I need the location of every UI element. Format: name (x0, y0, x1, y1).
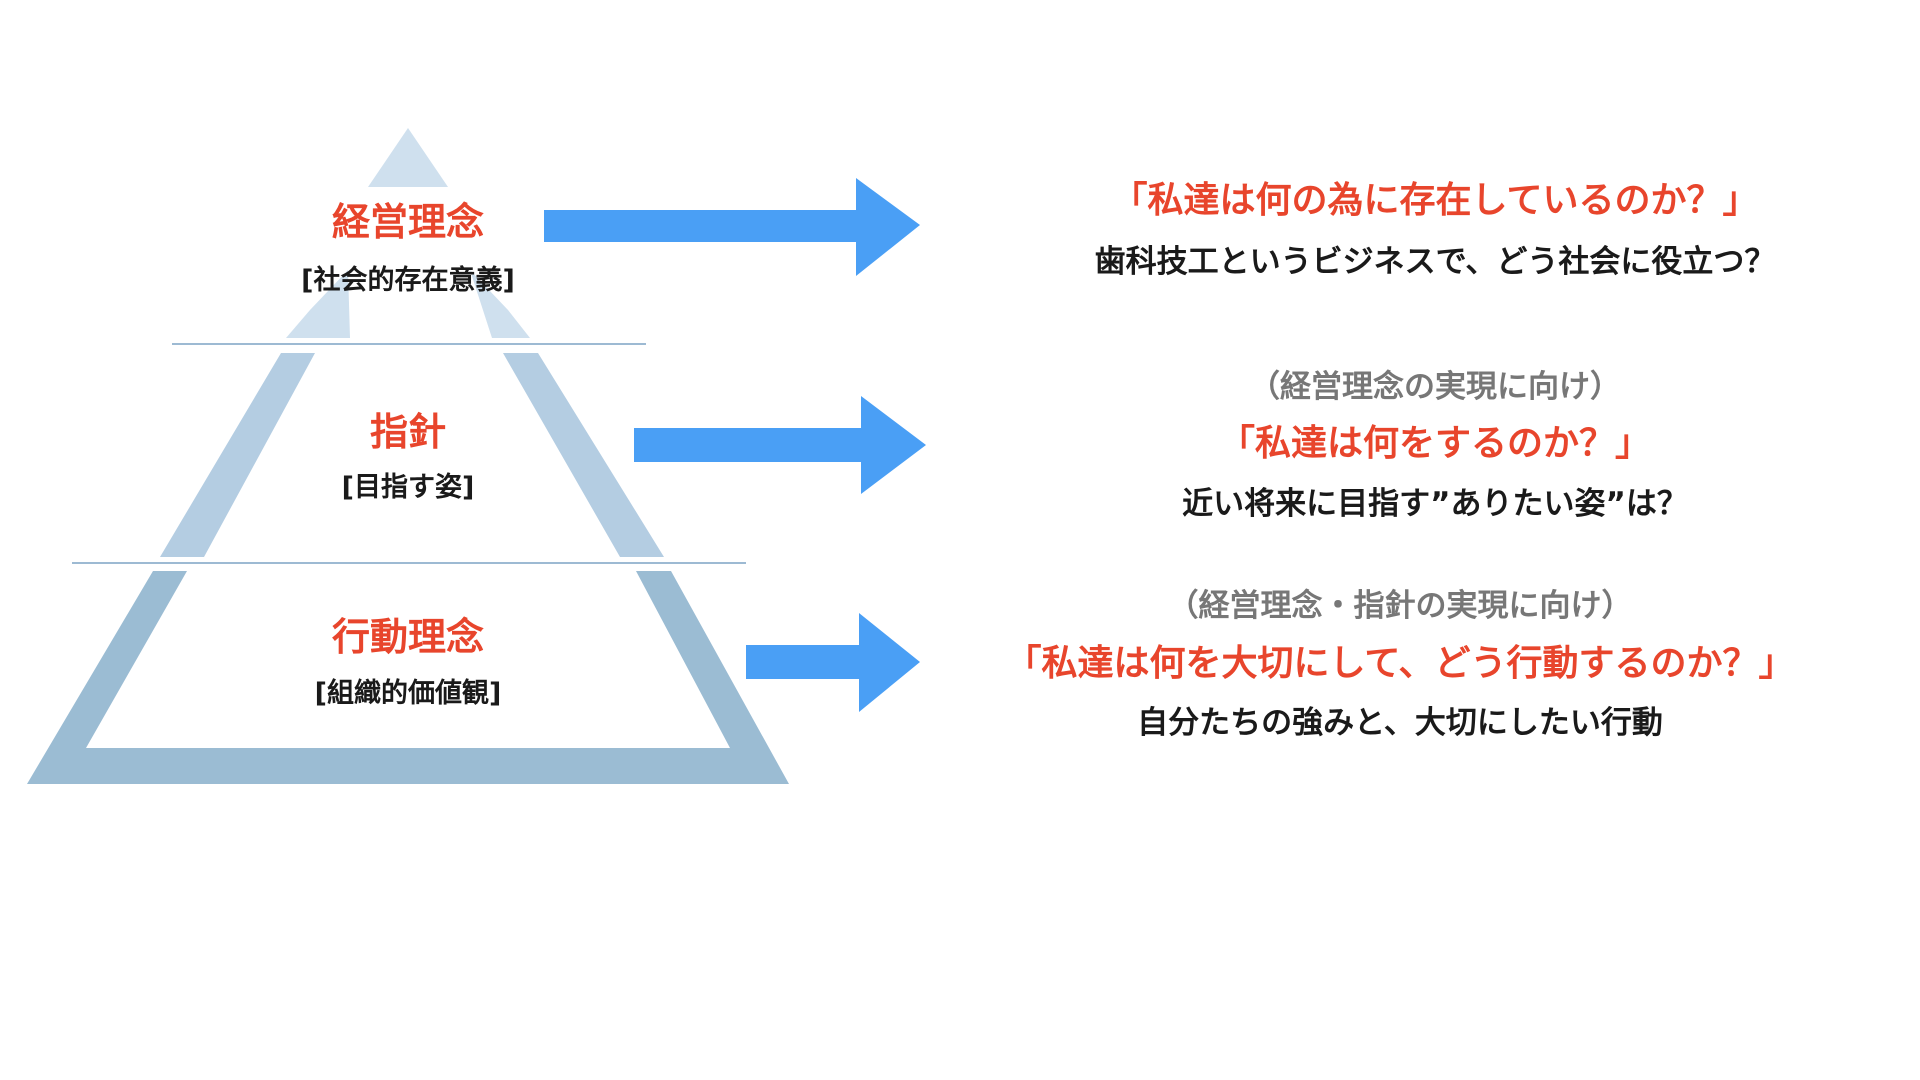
arrow-guideline (634, 396, 926, 494)
tier-title-guideline: 指針 (370, 410, 446, 454)
detail-philosophy: 歯科技工というビジネスで、どう社会に役立つ？ (1095, 244, 1776, 280)
tier-subtitle-philosophy: [社会的存在意義] (301, 264, 515, 296)
tier-subtitle-action: [組織的価値観] (315, 677, 502, 709)
note-guideline: （経営理念の実現に向け） (1249, 369, 1621, 405)
question-texts: 「私達は何の為に存在しているのか？」 歯科技工というビジネスで、どう社会に役立つ… (1005, 180, 1794, 741)
detail-action: 自分たちの強みと、大切にしたい行動 (1137, 705, 1663, 741)
note-action: （経営理念・指針の実現に向け） (1168, 588, 1633, 624)
question-philosophy: 「私達は何の為に存在しているのか？」 (1112, 180, 1759, 221)
pyramid-top-left-edge (286, 270, 350, 338)
pyramid-top-right-edge (470, 270, 530, 338)
question-guideline: 「私達は何をするのか？」 (1219, 423, 1651, 464)
arrow-action (746, 613, 920, 712)
pyramid-top-apex (368, 128, 448, 187)
tier-labels: 経営理念 [社会的存在意義] 指針 [目指す姿] 行動理念 [組織的価値観] (301, 200, 515, 709)
arrow-philosophy (544, 178, 920, 276)
question-action: 「私達は何を大切にして、どう行動するのか？」 (1005, 643, 1794, 684)
detail-guideline: 近い将来に目指す”ありたい姿”は？ (1182, 486, 1688, 522)
arrows (544, 178, 926, 712)
pyramid (27, 128, 789, 784)
tier-title-philosophy: 経営理念 (332, 200, 484, 244)
tier-subtitle-guideline: [目指す姿] (342, 472, 475, 503)
tier-title-action: 行動理念 (332, 615, 484, 659)
pyramid-middle-frame (160, 353, 664, 557)
pyramid-bottom-frame (27, 571, 789, 784)
